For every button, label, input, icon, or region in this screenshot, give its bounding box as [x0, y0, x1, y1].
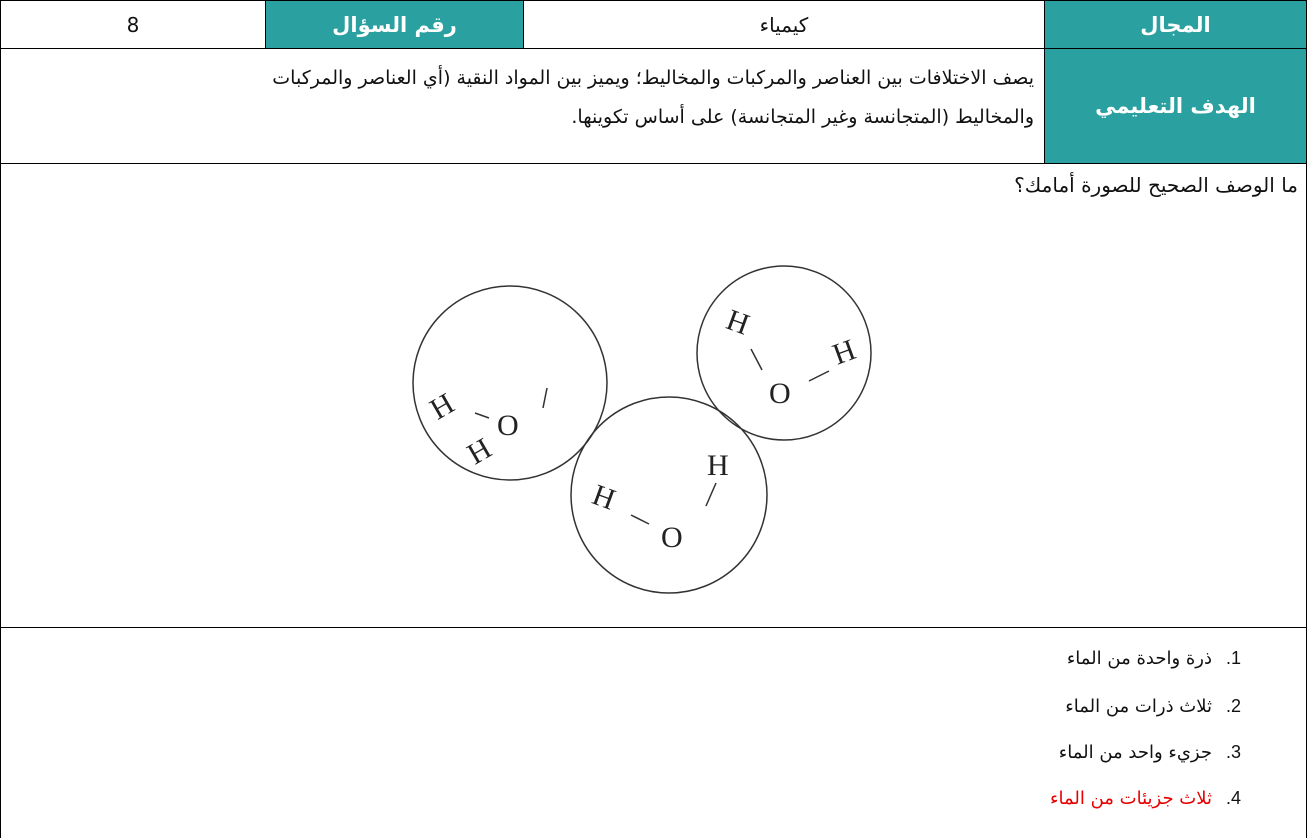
molecule-2-atom-h-left: H	[588, 478, 620, 516]
water-molecules-figure: H H O H H O H	[412, 265, 872, 594]
molecule-1-atom-h-top: H	[462, 432, 497, 471]
water-molecule-1: H H O	[412, 285, 608, 481]
molecule-1-atom-o: O	[497, 409, 519, 442]
molecule-3-bond-right	[808, 370, 830, 382]
option-2[interactable]: 2. ثلاث ذرات من الماء	[1065, 691, 1256, 721]
option-1-number: 1.	[1226, 648, 1242, 668]
option-2-text: ثلاث ذرات من الماء	[1065, 696, 1212, 717]
objective-row: يصف الاختلافات بين العناصر والمركبات وال…	[0, 48, 1307, 164]
molecule-2-bond-top	[705, 482, 717, 507]
objective-text: يصف الاختلافات بين العناصر والمركبات وال…	[0, 48, 1045, 164]
option-4-number: 4.	[1226, 788, 1242, 808]
molecule-3-bond-top	[750, 348, 763, 371]
option-3[interactable]: 3. جزيء واحد من الماء	[1059, 737, 1256, 767]
question-box: ما الوصف الصحيح للصورة أمامك؟ H H O H	[0, 163, 1307, 628]
molecule-1-boundary	[412, 285, 608, 481]
field-label: المجال	[1044, 0, 1307, 49]
molecule-3-atom-h-right: H	[828, 333, 860, 371]
header-row: 8 رقم السؤال كيمياء المجال	[0, 0, 1307, 49]
objective-line-2: والمخاليط (المتجانسة وغير المتجانسة) على…	[571, 106, 1034, 128]
option-4-text: ثلاث جزيئات من الماء	[1050, 788, 1212, 809]
option-3-number: 3.	[1226, 742, 1242, 762]
option-3-text: جزيء واحد من الماء	[1058, 742, 1212, 763]
molecule-3-atom-h-top: H	[722, 303, 754, 341]
field-value: كيمياء	[523, 0, 1045, 49]
molecule-1-atom-h-left: H	[425, 387, 460, 426]
molecule-3-boundary	[696, 265, 872, 441]
molecule-3-atom-o: O	[769, 377, 791, 410]
molecule-1-bond-left	[474, 412, 490, 419]
option-1-text: ذرة واحدة من الماء	[1066, 648, 1212, 669]
options-box: 1. ذرة واحدة من الماء 2. ثلاث ذرات من الما…	[0, 628, 1307, 838]
question-text: ما الوصف الصحيح للصورة أمامك؟	[1014, 173, 1298, 197]
molecule-2-boundary	[570, 396, 768, 594]
objective-line-1: يصف الاختلافات بين العناصر والمركبات وال…	[272, 67, 1034, 89]
molecule-2-atom-h-top: H	[707, 449, 729, 482]
molecule-2-atom-o: O	[661, 521, 683, 554]
molecule-1-bond-top	[542, 387, 548, 409]
option-2-number: 2.	[1226, 696, 1242, 716]
option-1[interactable]: 1. ذرة واحدة من الماء	[1067, 643, 1256, 673]
option-4-correct[interactable]: 4. ثلاث جزيئات من الماء	[1050, 783, 1256, 813]
molecule-2-bond-left	[630, 514, 650, 525]
question-number-value: 8	[0, 0, 266, 49]
objective-label: الهدف التعليمي	[1044, 48, 1307, 164]
question-number-label: رقم السؤال	[265, 0, 524, 49]
